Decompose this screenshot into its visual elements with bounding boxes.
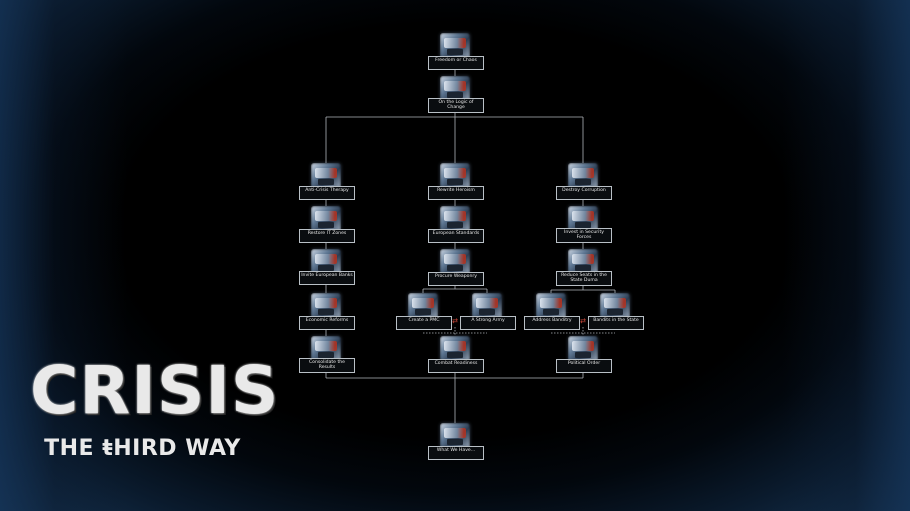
focus-icon — [440, 336, 470, 362]
focus-label: European Standards — [428, 229, 484, 243]
focus-rewrite-heroism[interactable]: Rewrite Heroism — [425, 163, 485, 209]
focus-icon — [311, 163, 341, 189]
focus-label: What We Have... — [428, 446, 484, 460]
focus-label: Address Banditry — [524, 316, 580, 330]
focus-label: Rewrite Heroism — [428, 186, 484, 200]
focus-icon — [568, 336, 598, 362]
focus-label: Combat Readiness — [428, 359, 484, 373]
focus-icon — [568, 163, 598, 189]
focus-label: Procure Weaponry — [428, 272, 484, 286]
focus-label: A Strong Army — [460, 316, 516, 330]
focus-reduce-seats-in-the-state-duma[interactable]: Reduce Seats in the State Duma — [553, 249, 613, 295]
focus-anti-crisis-therapy[interactable]: Anti-Crisis Therapy — [296, 163, 356, 209]
focus-icon — [440, 206, 470, 232]
focus-icon — [536, 293, 566, 319]
focus-icon — [440, 249, 470, 275]
focus-combat-readiness[interactable]: Combat Readiness — [425, 336, 485, 382]
focus-icon — [600, 293, 630, 319]
focus-political-order[interactable]: Political Order — [553, 336, 613, 382]
logo-title: CRISIS — [30, 352, 280, 429]
focus-icon — [311, 249, 341, 275]
focus-procure-weaponry[interactable]: Procure Weaponry — [425, 249, 485, 295]
mutually-exclusive-icon: ⇄ — [452, 317, 458, 325]
focus-invest-in-security-forces[interactable]: Invest in Security Forces — [553, 206, 613, 252]
mutually-exclusive-icon: ⇄ — [580, 317, 586, 325]
focus-label: Invite European Banks — [299, 271, 355, 285]
focus-on-the-logic-of-change[interactable]: On the Logic of Change — [425, 76, 485, 122]
focus-icon — [440, 76, 470, 102]
focus-european-standards[interactable]: European Standards — [425, 206, 485, 252]
focus-label: On the Logic of Change — [428, 98, 484, 113]
focus-label: Destroy Corruption — [556, 186, 612, 200]
focus-icon — [568, 206, 598, 232]
logo-subtitle: THE ŧHIRD WAY — [44, 436, 241, 461]
focus-label: Consolidate the Results — [299, 358, 355, 373]
focus-label: Reduce Seats in the State Duma — [556, 271, 612, 286]
focus-icon — [311, 336, 341, 362]
focus-consolidate-the-results[interactable]: Consolidate the Results — [296, 336, 356, 382]
focus-a-strong-army[interactable]: A Strong Army — [457, 293, 517, 339]
focus-label: Anti-Crisis Therapy — [299, 186, 355, 200]
focus-what-we-have[interactable]: What We Have... — [425, 423, 485, 469]
focus-label: Freedom or Chaos — [428, 56, 484, 70]
focus-invite-european-banks[interactable]: Invite European Banks — [296, 249, 356, 295]
focus-icon — [568, 249, 598, 275]
focus-label: Bandits in the State — [588, 316, 644, 330]
focus-label: Restore IT Zones — [299, 229, 355, 243]
focus-restore-it-zones[interactable]: Restore IT Zones — [296, 206, 356, 252]
focus-destroy-corruption[interactable]: Destroy Corruption — [553, 163, 613, 209]
focus-economic-reforms[interactable]: Economic Reforms — [296, 293, 356, 339]
focus-icon — [440, 163, 470, 189]
focus-label: Create a PMC — [396, 316, 452, 330]
focus-icon — [472, 293, 502, 319]
focus-icon — [440, 423, 470, 449]
focus-freedom-or-chaos[interactable]: Freedom or Chaos — [425, 33, 485, 79]
focus-address-banditry[interactable]: Address Banditry — [521, 293, 581, 339]
focus-icon — [440, 33, 470, 59]
focus-bandits-in-the-state[interactable]: Bandits in the State — [585, 293, 645, 339]
focus-icon — [311, 293, 341, 319]
focus-icon — [408, 293, 438, 319]
focus-label: Political Order — [556, 359, 612, 373]
game-logo: CRISIS THE ŧHIRD WAY — [30, 352, 280, 462]
focus-create-a-pmc[interactable]: Create a PMC — [393, 293, 453, 339]
focus-label: Invest in Security Forces — [556, 228, 612, 243]
focus-label: Economic Reforms — [299, 316, 355, 330]
focus-icon — [311, 206, 341, 232]
